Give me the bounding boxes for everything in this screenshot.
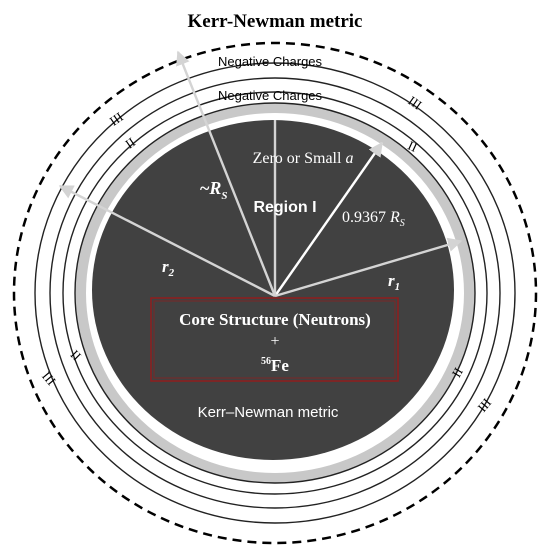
core-metric-label: Kerr–Newman metric	[198, 404, 339, 421]
core-structure-line1: Core Structure (Neutrons)	[179, 310, 371, 329]
core-structure-box-inner	[153, 300, 396, 379]
arrow-rs-approx	[176, 50, 277, 297]
core-radius-label: 0.9367 RS	[342, 209, 405, 229]
arrow-r2	[58, 184, 276, 298]
negative-charges-label-outer: Negative Charges	[218, 54, 323, 69]
core-structure-box	[150, 297, 399, 382]
region-label: Region I	[253, 199, 316, 216]
radius-arrows	[58, 50, 463, 298]
core-structure-plus: +	[270, 333, 279, 350]
arrow-r1	[274, 237, 463, 298]
approx-rs-label: ~RS	[200, 178, 228, 202]
r2-label: r2	[162, 257, 175, 279]
outer-boundary-dashed	[12, 41, 538, 545]
negative-charges-label-inner: Negative Charges	[218, 88, 323, 103]
diagram-title: Kerr-Newman metric	[188, 11, 363, 32]
r1-label: r1	[388, 271, 400, 293]
arrow-core-radius	[274, 141, 383, 297]
spin-label: Zero or Small a	[253, 150, 354, 167]
iron-isotope-label: 56Fe	[261, 356, 289, 375]
